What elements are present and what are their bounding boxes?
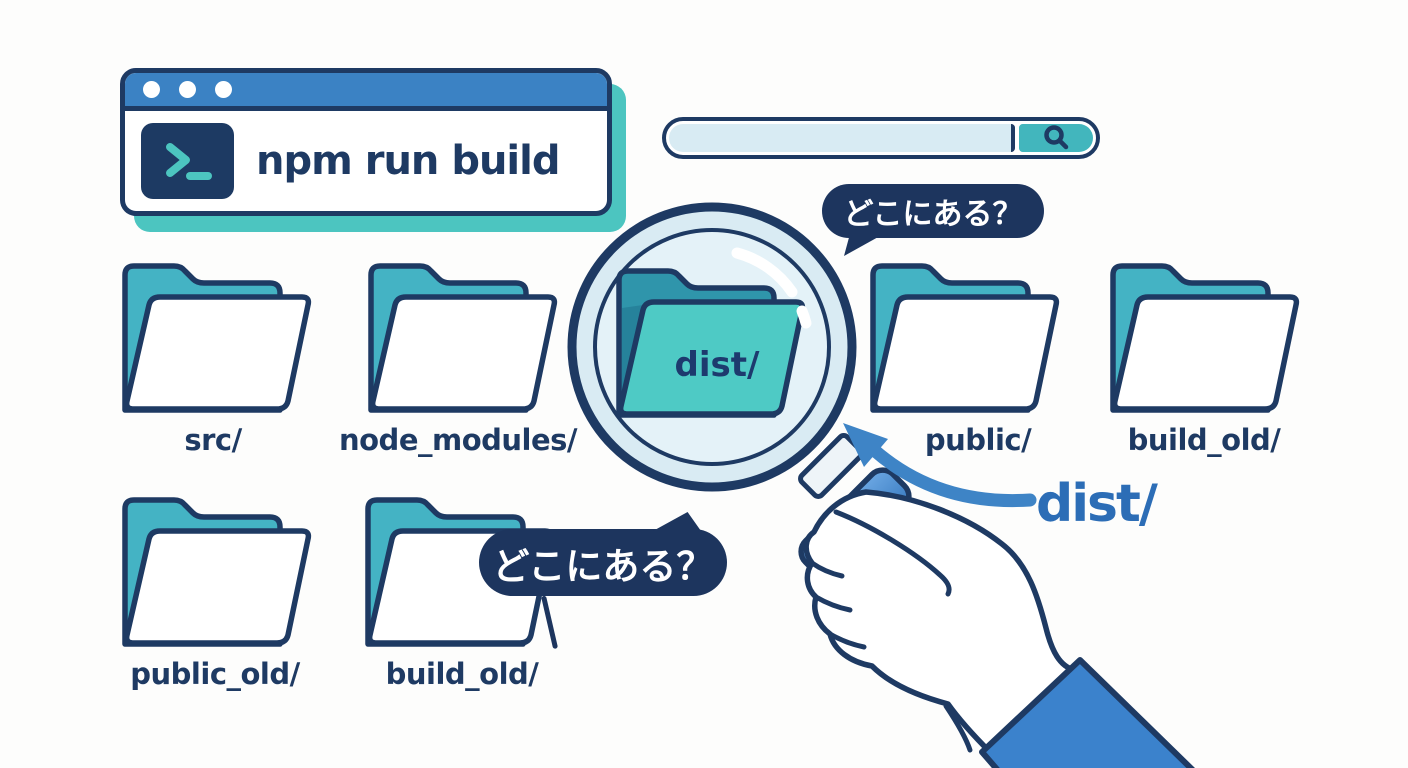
window-dot	[215, 81, 232, 98]
lens-highlight-icon	[731, 247, 812, 329]
speech-bubble-bottom: どこにある？	[479, 512, 727, 650]
search-input[interactable]	[669, 124, 1015, 152]
folder-icon-build-old[interactable]	[1113, 266, 1296, 410]
search-button[interactable]	[1019, 124, 1093, 152]
folder-label-src: src/	[184, 423, 242, 457]
window-dot	[179, 81, 196, 98]
window-dot	[143, 81, 160, 98]
terminal-window: npm run build	[120, 68, 612, 216]
terminal-titlebar	[125, 73, 607, 111]
speech-bubble-top: どこにある？	[822, 184, 1044, 256]
folder-icon-dist[interactable]	[616, 268, 806, 418]
folder-icon-public-old[interactable]	[125, 500, 308, 644]
speech-bubble-top-text: どこにある？	[843, 197, 1023, 232]
folder-icon-node-modules[interactable]	[371, 266, 554, 410]
terminal-command: npm run build	[256, 138, 560, 184]
search-bar	[662, 117, 1100, 159]
dist-annotation: dist/	[1036, 474, 1158, 534]
folder-icon-public[interactable]	[873, 266, 1056, 410]
sleeve	[979, 657, 1195, 768]
search-icon	[1044, 125, 1069, 150]
folder-label-node-modules: node_modules/	[338, 423, 578, 457]
dist-arrow-icon	[843, 423, 1037, 508]
folder-label-public-old: public_old/	[130, 657, 300, 691]
folder-label-dist: dist/	[674, 345, 760, 385]
speech-bubble-bottom-text: どこにある？	[492, 544, 714, 588]
folder-label-build-old-2: build_old/	[385, 657, 539, 691]
folder-icon-src[interactable]	[125, 266, 308, 410]
folder-label-build-old: build_old/	[1127, 423, 1281, 457]
folder-label-public: public/	[924, 423, 1032, 457]
terminal-prompt-icon	[141, 123, 234, 199]
hand	[803, 489, 1077, 755]
terminal-body: npm run build	[125, 111, 607, 211]
